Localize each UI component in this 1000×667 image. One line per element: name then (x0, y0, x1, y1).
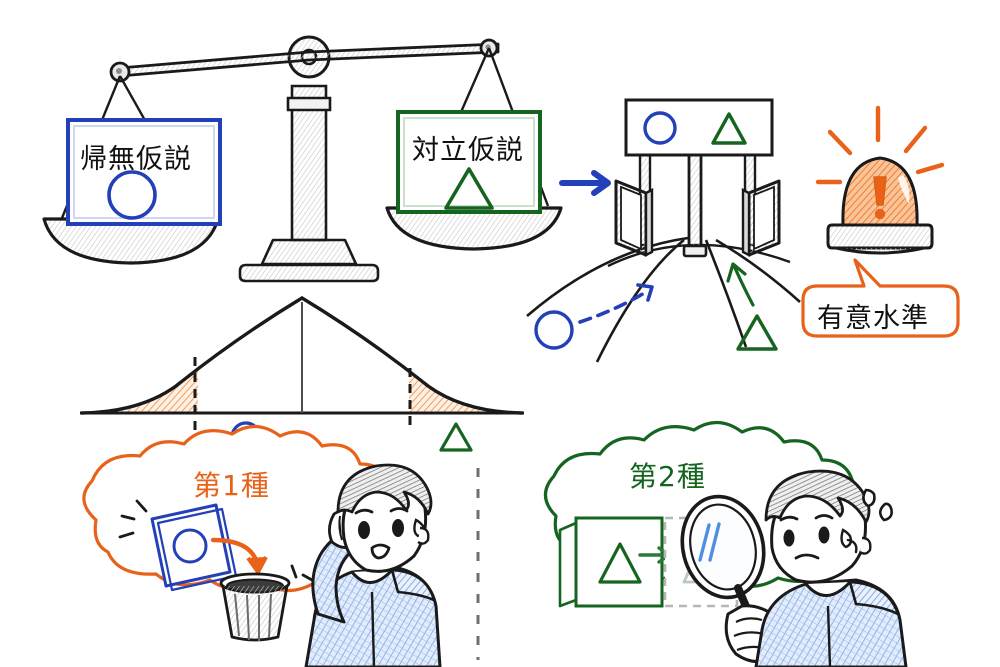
type-1-error-scene (82, 424, 442, 667)
scale-base (238, 238, 380, 283)
type-2-error-label: 第2種 (629, 460, 706, 493)
normal-curve (80, 296, 524, 415)
gate-path-circle (534, 283, 654, 350)
boy1-eye-left (358, 521, 370, 539)
discarded-circle-icon (172, 528, 208, 564)
circle-symbol-null (107, 170, 157, 220)
sign-triangle-icon (711, 112, 747, 145)
boy2-sweat-marks (862, 488, 893, 522)
gate-door-left (614, 179, 654, 257)
alarm-base (826, 223, 934, 255)
boy1-eye-right (392, 519, 404, 537)
scale-column (286, 84, 332, 242)
null-hypothesis-card (66, 118, 222, 226)
sampling-distribution (80, 296, 524, 660)
type-1-error-label: 第1種 (193, 469, 270, 502)
path-circle-marker (534, 310, 574, 350)
rejection-regions (82, 368, 522, 413)
significance-level-bubble (801, 258, 960, 338)
gate-path-triangle (726, 262, 778, 351)
boy2-eye-left (783, 529, 795, 547)
significance-alarm (801, 105, 960, 338)
gate-door-right (741, 179, 781, 257)
type-2-triangle-icon (598, 542, 642, 584)
alternative-hypothesis-card (396, 110, 542, 214)
type-1-motion-lines (118, 499, 148, 539)
scale-beam (109, 38, 500, 83)
magnifying-glass (680, 494, 766, 638)
type-2-error-scene (543, 420, 908, 667)
trash-can (219, 572, 291, 642)
path-triangle-marker (736, 314, 778, 351)
type-1-discard-arrow (210, 537, 268, 574)
type-2-original-card (558, 516, 664, 608)
distribution-triangle-marker (439, 422, 473, 452)
sign-circle-icon (643, 111, 677, 145)
gate-sign (624, 98, 774, 157)
decision-gate (526, 98, 801, 363)
gate-posts (638, 153, 757, 258)
significance-level-label: 有意水準 (817, 303, 929, 334)
boy2-eye-right (818, 526, 830, 544)
boy-with-magnifier (754, 469, 908, 667)
balance-scale (42, 35, 563, 283)
null-hypothesis-label: 帰無仮説 (80, 144, 192, 175)
alarm-rays (815, 105, 945, 185)
worried-boy (304, 463, 442, 667)
trash-impact-marks (290, 564, 314, 582)
alternative-hypothesis-label: 対立仮説 (412, 135, 524, 166)
gate-entry-arrow (559, 170, 611, 196)
alarm-exclamation-icon (873, 176, 887, 220)
scale-right-pan (385, 206, 563, 251)
triangle-symbol-alt (444, 167, 494, 210)
lens-glare (698, 522, 721, 562)
